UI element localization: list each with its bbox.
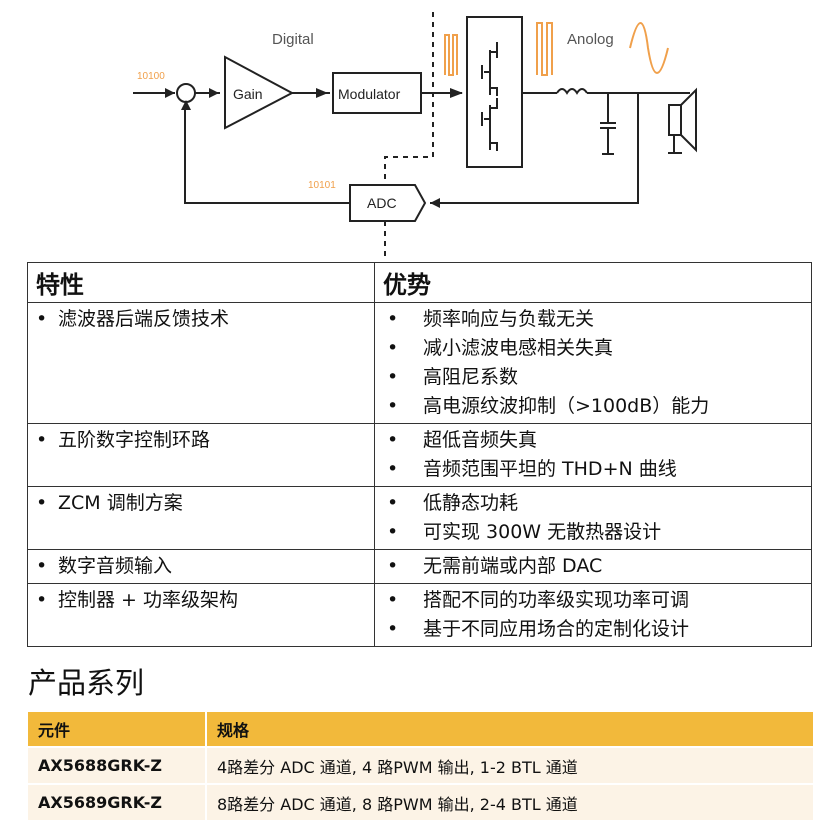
- header-feature: 特性: [27, 262, 375, 303]
- advantage: 音频范围平坦的 THD+N 曲线: [383, 455, 803, 484]
- advantage: 搭配不同的功率级实现功率可调: [383, 586, 803, 615]
- header-spec: 规格: [206, 712, 815, 747]
- digital-label: Digital: [272, 31, 314, 48]
- header-model: 元件: [28, 712, 207, 747]
- spec: 8路差分 ADC 通道, 8 路PWM 输出, 2-4 BTL 通道: [206, 783, 815, 820]
- advantage: 低静态功耗: [383, 489, 803, 518]
- amplifier-block-diagram: Digital Anolog 10100 10101 Gain Modulato…: [133, 12, 697, 256]
- table-row: 滤波器后端反馈技术 频率响应与负载无关减小滤波电感相关失真高阻尼系数高电源纹波抑…: [27, 302, 812, 424]
- table-row: ZCM 调制方案 低静态功耗可实现 300W 无散热器设计: [27, 486, 812, 550]
- model: AX5689GRK-Z: [28, 783, 207, 820]
- advantage: 高电源纹波抑制（>100dB）能力: [383, 392, 803, 421]
- table-row: 数字音频输入 无需前端或内部 DAC: [27, 549, 812, 584]
- advantage: 减小滤波电感相关失真: [383, 334, 803, 363]
- table-row: 五阶数字控制环路 超低音频失真音频范围平坦的 THD+N 曲线: [27, 423, 812, 487]
- advantage: 可实现 300W 无散热器设计: [383, 518, 803, 547]
- modulator-block: Modulator: [338, 86, 401, 102]
- advantage: 基于不同应用场合的定制化设计: [383, 615, 803, 644]
- feature: 滤波器后端反馈技术: [36, 305, 366, 334]
- spec: 4路差分 ADC 通道, 4 路PWM 输出, 1-2 BTL 通道: [206, 746, 815, 784]
- model: AX5688GRK-Z: [28, 746, 207, 784]
- advantage: 无需前端或内部 DAC: [383, 552, 803, 581]
- header-advantage: 优势: [374, 262, 812, 303]
- gain-block: Gain: [233, 86, 263, 102]
- analog-label: Anolog: [567, 31, 614, 48]
- feature: 控制器 + 功率级架构: [36, 586, 366, 615]
- adc-block: ADC: [367, 195, 397, 211]
- input-code: 10100: [137, 71, 165, 82]
- advantage: 超低音频失真: [383, 426, 803, 455]
- advantage: 频率响应与负载无关: [383, 305, 803, 334]
- feature: 五阶数字控制环路: [36, 426, 366, 455]
- table-row: 控制器 + 功率级架构 搭配不同的功率级实现功率可调基于不同应用场合的定制化设计: [27, 583, 812, 647]
- feedback-code: 10101: [308, 180, 336, 191]
- feature-table: 特性 优势 滤波器后端反馈技术 频率响应与负载无关减小滤波电感相关失真高阻尼系数…: [27, 262, 812, 647]
- feature: ZCM 调制方案: [36, 489, 366, 518]
- product-series-title: 产品系列: [28, 666, 145, 700]
- advantage: 高阻尼系数: [383, 363, 803, 392]
- feature: 数字音频输入: [36, 552, 366, 581]
